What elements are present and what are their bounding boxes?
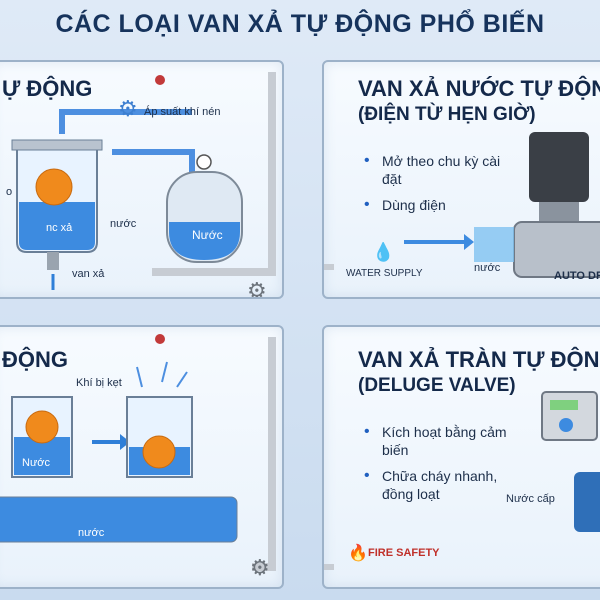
o-label: o bbox=[6, 186, 13, 198]
pressure-label: Áp suất khí nén bbox=[144, 106, 221, 118]
panel-air-vent: ĐỘNG Khí bị kẹt Nước nước ⚙ bbox=[0, 325, 284, 589]
panel-solenoid-drain: VAN XẢ NƯỚC TỰ ĐỘNG (ĐIỆN TỪ HẸN GIỜ) •M… bbox=[322, 60, 600, 299]
bullet-item: •Mở theo chu kỳ cài đặt bbox=[364, 152, 501, 187]
pipe-water-label: nước bbox=[78, 527, 105, 539]
water-supply-label: WATER SUPPLY bbox=[346, 268, 423, 279]
water-label: nước bbox=[110, 218, 137, 230]
panel-title: ĐỘNG bbox=[2, 347, 68, 372]
panel-subtitle: (DELUGE VALVE) bbox=[358, 375, 516, 396]
drop-icon: 💧 bbox=[372, 242, 395, 262]
air-vent-diagram bbox=[0, 334, 276, 571]
float-text: nc xả bbox=[46, 222, 73, 234]
panel-float-drain: Ự ĐỘNG ⚙ Áp suất khí nén o nc xả nước Nư… bbox=[0, 60, 284, 299]
gear-icon: ⚙ bbox=[250, 555, 270, 580]
water-label: nước bbox=[474, 262, 501, 274]
solenoid-valve-icon bbox=[324, 132, 600, 278]
fire-safety-label: FIRE SAFETY bbox=[368, 547, 440, 559]
panel-title: VAN XẢ TRÀN TỰ ĐỘNG bbox=[358, 347, 600, 372]
supply-label: Nước cấp bbox=[506, 493, 555, 505]
bullet-item: •Chữa cháy nhanh, đồng loạt bbox=[364, 467, 498, 502]
panel-title: Ự ĐỘNG bbox=[2, 76, 93, 101]
auto-drain-label: AUTO DR bbox=[554, 270, 600, 282]
float-drain-diagram bbox=[11, 72, 276, 290]
control-panel-icon bbox=[324, 391, 600, 570]
float-water-label: Nước bbox=[22, 457, 51, 469]
gear-icon: ⚙ bbox=[118, 96, 138, 121]
trapped-air-label: Khí bị kẹt bbox=[76, 377, 122, 389]
drain-valve-label: van xả bbox=[72, 268, 105, 280]
panel-subtitle: (ĐIỆN TỪ HẸN GIỜ) bbox=[358, 104, 536, 125]
panel-deluge-valve: VAN XẢ TRÀN TỰ ĐỘNG (DELUGE VALVE) •Kích… bbox=[322, 325, 600, 589]
gear-icon: ⚙ bbox=[247, 278, 267, 299]
panel-title: VAN XẢ NƯỚC TỰ ĐỘNG bbox=[358, 76, 600, 101]
page-title: CÁC LOẠI VAN XẢ TỰ ĐỘNG PHỔ BIẾN bbox=[55, 10, 545, 38]
fire-icon: 🔥 bbox=[348, 545, 368, 562]
tank-label: Nước bbox=[192, 228, 223, 242]
bullet-item: •Dùng điện bbox=[364, 196, 446, 213]
bullet-item: •Kích hoạt bằng cảm biến bbox=[364, 423, 507, 458]
